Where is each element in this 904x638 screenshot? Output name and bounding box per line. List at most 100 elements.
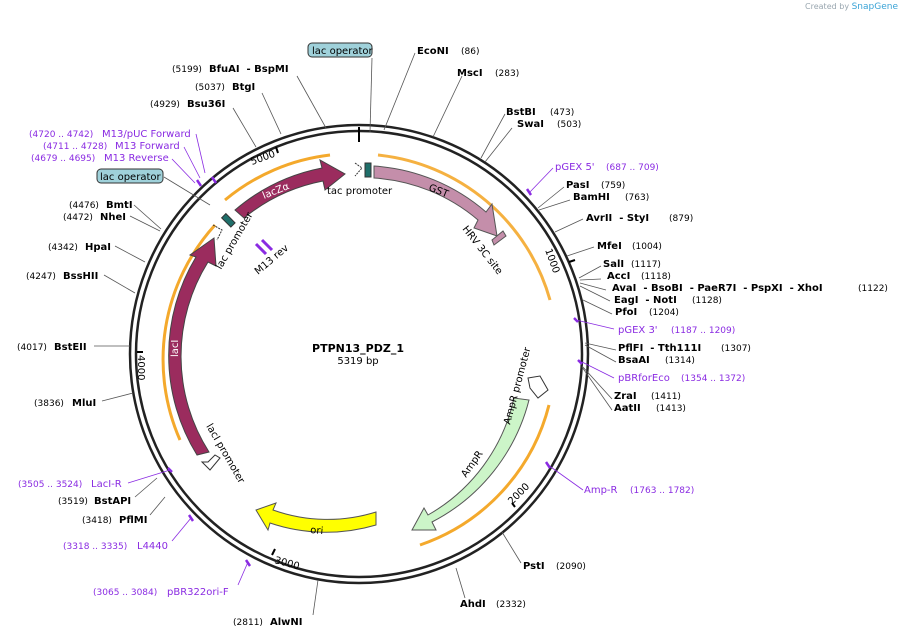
tac-promoter-box (364, 162, 372, 178)
backbone-outer-ring (128, 123, 590, 585)
ori-arrow (255, 502, 377, 533)
gst-arrow (373, 165, 498, 237)
enzyme-label: MfeI (597, 241, 622, 252)
primer-label: pBR322ori-F (167, 587, 229, 598)
leader-line (484, 127, 513, 163)
ampr-promoter-arrow (527, 375, 549, 399)
enzyme-label: MluI (72, 398, 96, 409)
orf-arcs (161, 153, 552, 547)
enzyme-position: (3519) (58, 497, 88, 507)
primer-leader-line (127, 469, 171, 484)
enzyme-position: (3836) (34, 399, 64, 409)
primer-leader-line (195, 133, 206, 174)
primer-tick (187, 514, 195, 522)
leader-line (369, 57, 373, 133)
enzyme-position: (1122) (858, 284, 888, 294)
tick-label-4000: 4000 (135, 355, 146, 380)
enzyme-label: HpaI (85, 242, 111, 253)
hrv-3c-site (491, 230, 507, 246)
enzyme-position: (1307) (721, 344, 751, 354)
enzyme-label: AvaI - BsoBI - PaeR7I - PspXI - XhoI (612, 283, 823, 294)
leader-line (581, 366, 613, 411)
leader-line (232, 107, 257, 148)
enzyme-position: (4476) (69, 201, 99, 211)
leader-line (584, 342, 617, 351)
enzyme-label: EagI - NotI (614, 295, 677, 306)
leader-line (114, 245, 146, 263)
primer-tick (573, 317, 579, 323)
enzyme-position: (1204) (649, 308, 679, 318)
enzyme-position: (2332) (496, 600, 526, 610)
snapgene-logo: SnapGene (851, 2, 898, 12)
leader-line (163, 176, 211, 206)
enzyme-label: SwaI (517, 119, 544, 130)
orf-arc-laci (161, 223, 217, 441)
enzyme-label: SalI (603, 259, 624, 270)
enzyme-label: AccI (607, 271, 630, 282)
primer-ticks (167, 176, 583, 567)
enzyme-position: (2811) (233, 618, 263, 628)
primer-tick (210, 176, 218, 184)
leader-line (579, 278, 602, 281)
orf-arc-ampr (419, 404, 551, 547)
backbone (128, 123, 590, 585)
enzyme-label: Bsu36I (187, 99, 225, 110)
leader-line (103, 274, 136, 294)
leader-lines (94, 52, 617, 616)
primer-leader-line (237, 561, 249, 586)
lac-operator-top-label: lac operator (312, 46, 373, 57)
primer-position: (3505 .. 3524) (18, 480, 82, 490)
enzyme-position: (4017) (17, 343, 47, 353)
ampr-arrow (411, 397, 530, 531)
leader-line (584, 344, 617, 363)
enzyme-label: MscI (457, 68, 483, 79)
enzyme-position: (879) (669, 214, 693, 224)
enzyme-position: (5037) (195, 83, 225, 93)
enzyme-label: PflMI (119, 515, 147, 526)
enzyme-position: (4929) (150, 100, 180, 110)
primer-tick (195, 179, 203, 187)
enzyme-label: BssHII (63, 271, 98, 282)
enzyme-position: (1314) (665, 356, 695, 366)
lac-operator-left-label: lac operator (100, 172, 161, 183)
plasmid-name: PTPN13_PDZ_1 (312, 342, 404, 355)
leader-line (537, 186, 565, 209)
primer-tick (167, 467, 173, 473)
leader-line (312, 579, 319, 616)
enzyme-label: AvrII - StyI (586, 213, 649, 224)
tick-label-3000: 3000 (273, 555, 300, 572)
laci-promoter-arrow (200, 454, 221, 471)
primer-tick (577, 359, 583, 365)
leader-line (581, 365, 613, 400)
leader-line (432, 75, 463, 138)
leader-line (383, 52, 416, 131)
plasmid-size: 5319 bp (337, 356, 378, 367)
lac-promoter-arrow (212, 224, 223, 241)
tick-mark-2000 (511, 502, 516, 508)
enzyme-label: NheI (100, 212, 126, 223)
enzyme-label: BmtI (106, 200, 133, 211)
primer-label: L4440 (137, 541, 168, 552)
primer-label: pGEX 5' (555, 162, 595, 173)
features (96, 42, 549, 533)
lacza-arrow (234, 158, 346, 219)
leader-line (554, 218, 584, 233)
laci-label: lacI (170, 340, 181, 357)
enzyme-position: (86) (461, 47, 479, 57)
hrv-label: HRV 3C site (460, 224, 505, 277)
primer-position: (687 .. 709) (606, 163, 659, 173)
lac-promoter-label: lac promoter (214, 210, 256, 272)
enzyme-position: (283) (495, 69, 519, 79)
enzyme-position: (1117) (631, 260, 661, 270)
leader-line (582, 299, 613, 315)
m13-rev-marker (254, 238, 274, 256)
orf-arc-lacza (224, 153, 331, 202)
enzyme-label: AlwNI (270, 617, 303, 628)
enzyme-label: BstBI (506, 107, 536, 118)
primer-position: (3065 .. 3084) (93, 588, 157, 598)
enzyme-labels: EcoNI (86) MscI (283) BstBI (473) SwaI (… (17, 46, 888, 628)
enzyme-position: (5199) (172, 65, 202, 75)
enzyme-label: PstI (523, 561, 545, 572)
enzyme-label: ZraI (614, 391, 637, 402)
watermark-prefix: Created by (805, 2, 850, 11)
